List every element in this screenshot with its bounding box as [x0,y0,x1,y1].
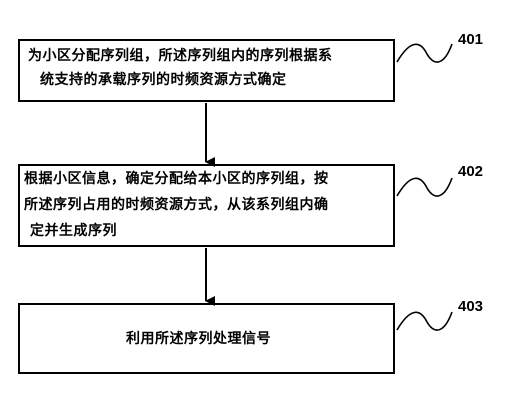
leader-wave-403 [396,311,453,331]
leader-wave-401 [396,43,453,63]
leader-wave-402 [396,177,453,197]
step-text-402-line-1: 根据小区信息，确定分配给本小区的序列组，按 [24,171,329,187]
step-text-401-line-2: 统支持的承载序列的时频资源方式确定 [40,72,287,88]
step-text-401-line-1: 为小区分配序列组，所述序列组内的序列根据系 [28,48,333,64]
step-box-401 [18,39,395,102]
step-text-403-line-1: 利用所述序列处理信号 [126,331,271,347]
step-box-402 [18,164,395,247]
step-label-401: 401 [458,31,484,48]
step-text-402-line-2: 所述序列占用的时频资源方式，从该系列组内确 [24,197,329,213]
step-text-402-line-3: 定并生成序列 [30,223,117,239]
step-label-402: 402 [458,163,484,180]
step-label-403: 403 [458,298,484,315]
